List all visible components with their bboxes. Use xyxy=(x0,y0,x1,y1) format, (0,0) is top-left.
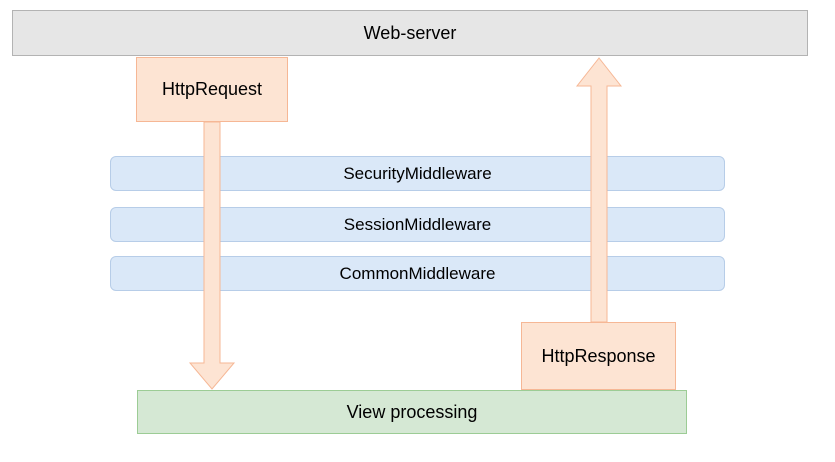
web-server-label: Web-server xyxy=(363,22,457,43)
security-middleware-label: SecurityMiddleware xyxy=(343,163,492,183)
http-request-label: HttpRequest xyxy=(161,79,263,99)
view-processing-label: View processing xyxy=(346,401,478,422)
response-arrow xyxy=(575,57,623,323)
common-middleware-label: CommonMiddleware xyxy=(339,263,496,283)
http-response-box: HttpResponse xyxy=(521,322,676,390)
request-arrow xyxy=(188,121,236,390)
http-request-box: HttpRequest xyxy=(136,57,288,122)
view-processing-box: View processing xyxy=(137,390,687,434)
session-middleware-label: SessionMiddleware xyxy=(343,214,492,234)
web-server-box: Web-server xyxy=(12,10,808,56)
http-response-label: HttpResponse xyxy=(541,345,656,366)
